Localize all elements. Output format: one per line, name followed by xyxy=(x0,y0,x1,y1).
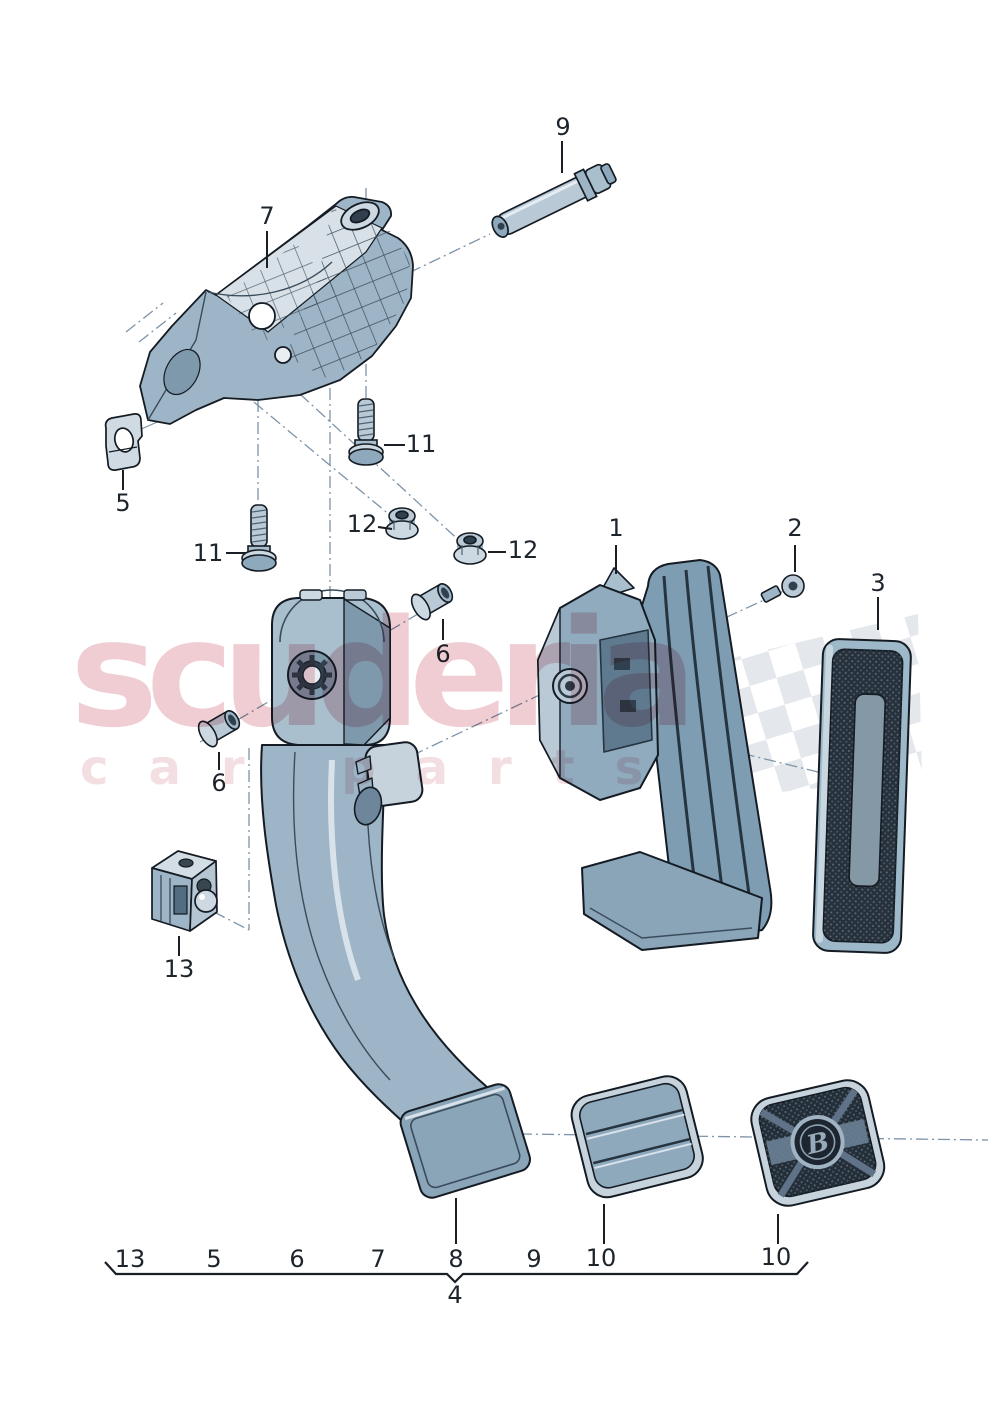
nut-right-axis-line xyxy=(299,393,465,546)
pedal-cap-badge-part: B xyxy=(750,1079,886,1207)
callout-9-pin: 9 xyxy=(555,113,571,141)
retainer-clip-part xyxy=(151,850,218,932)
legend-bracket-rule xyxy=(104,1261,809,1284)
callout-1-accelerator: 1 xyxy=(608,514,624,542)
callout-11-bolt-upper: 11 xyxy=(405,430,437,458)
legend-item-10a: 10 xyxy=(585,1244,617,1272)
mounting-bracket-part xyxy=(139,195,414,425)
callout-2-screw: 2 xyxy=(787,514,803,542)
pedal-cover-part xyxy=(812,638,912,954)
legend-item-13: 13 xyxy=(114,1245,146,1273)
clip-plate-part xyxy=(104,413,143,471)
legend-item-9: 9 xyxy=(526,1245,542,1273)
pivot-axis-line xyxy=(199,593,453,743)
bolt-lower-part xyxy=(241,504,277,572)
brake-pedal-pad xyxy=(399,1083,531,1199)
pivot-pin-part xyxy=(491,163,617,238)
legend-item-8: 8 xyxy=(448,1245,464,1273)
nut-right-part xyxy=(453,532,487,565)
callout-6-bushing-lower: 6 xyxy=(211,769,227,797)
legend-item-6: 6 xyxy=(289,1245,305,1273)
callout-12-nut-left: 12 xyxy=(346,510,378,538)
legend-item-10b: 10 xyxy=(760,1243,792,1271)
brake-pedal-part xyxy=(260,589,531,1199)
callout-13-clip: 13 xyxy=(163,955,195,983)
accelerator-pedal-part xyxy=(537,559,773,951)
pedal-bumper xyxy=(353,741,424,826)
label-leader-lines xyxy=(122,141,879,1244)
cover-axis-line xyxy=(699,742,819,773)
pedal-pad-axis-line xyxy=(519,1133,989,1141)
bushing-upper-part xyxy=(410,583,454,621)
callout-3-cover: 3 xyxy=(870,569,886,597)
accelerator-axis-line xyxy=(391,688,553,766)
legend-brace-label-4: 4 xyxy=(447,1281,463,1309)
bracket-stud-line-2 xyxy=(138,312,177,343)
pedal-cap-plain-part xyxy=(570,1075,704,1199)
bolt-upper-part xyxy=(348,398,384,466)
bracket-stud-line-1 xyxy=(125,302,164,333)
legend-item-5: 5 xyxy=(206,1245,222,1273)
clip-leader-line xyxy=(213,911,250,931)
callout-6-bushing-upper: 6 xyxy=(435,640,451,668)
callout-12-nut-right: 12 xyxy=(507,536,539,564)
callout-5-clip-plate: 5 xyxy=(115,489,131,517)
legend-item-7: 7 xyxy=(370,1245,386,1273)
screw-part xyxy=(760,574,805,603)
callout-11-bolt-lower: 11 xyxy=(192,539,224,567)
nut-left-axis-line xyxy=(236,387,398,522)
callout-7-bracket: 7 xyxy=(259,202,275,230)
bushing-lower-part xyxy=(197,710,241,748)
nut-left-part xyxy=(385,507,419,540)
